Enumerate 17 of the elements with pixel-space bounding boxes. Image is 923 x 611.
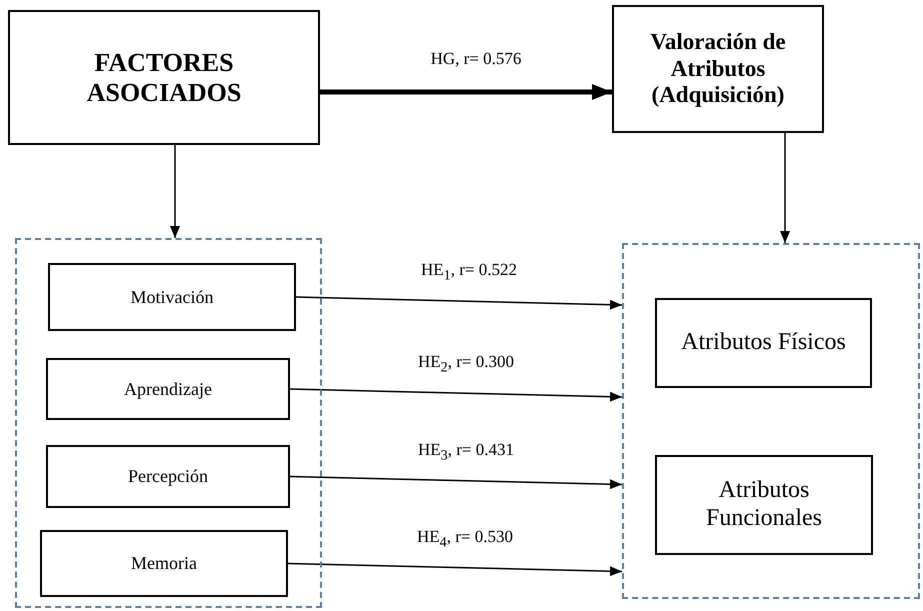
arrow: [296, 296, 622, 310]
process-box: Atributos Funcionales: [655, 455, 873, 555]
dashed-group-frame: [622, 243, 920, 599]
process-box: Atributos Físicos: [655, 298, 872, 388]
arrow: [290, 476, 622, 490]
arrow: [288, 562, 622, 576]
arrow: [170, 145, 180, 238]
dashed-group-frame: [15, 238, 322, 608]
heading-box: Valoración de Atributos (Adquisición): [612, 5, 824, 133]
arrow: [780, 133, 790, 243]
process-box: Motivación: [48, 263, 296, 331]
heading-box: FACTORES ASOCIADOS: [8, 10, 320, 145]
process-box: Percepción: [46, 445, 290, 508]
process-box: Aprendizaje: [46, 358, 290, 420]
edge-label: HG, r= 0.576: [428, 50, 524, 69]
process-box: Memoria: [40, 530, 288, 597]
arrow: [320, 84, 612, 100]
